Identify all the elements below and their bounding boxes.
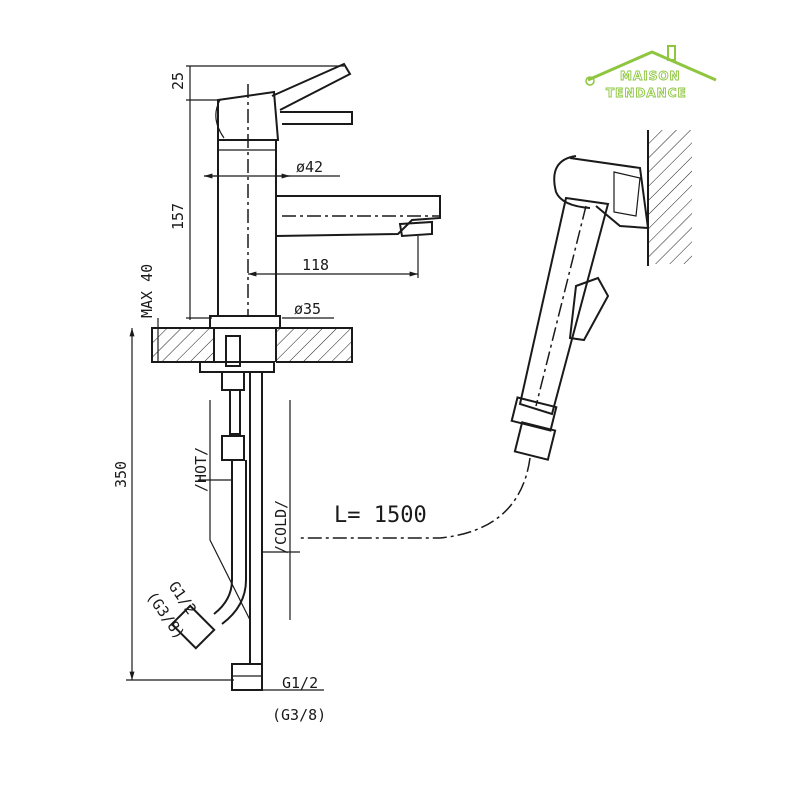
hand-shower-assembly (300, 130, 692, 539)
dim-base-diameter: ø35 (294, 300, 321, 318)
dimension-lines (126, 65, 419, 691)
dim-bottom-thread: G1/2 (282, 674, 318, 692)
dim-bottom-thread-alt: (G3/8) (272, 706, 326, 724)
logo-text-line1: MAISON (620, 69, 681, 83)
countertop-section (151, 326, 353, 364)
under-deck-assembly (170, 335, 291, 691)
dim-overall-length: 350 (112, 461, 130, 488)
dim-handle-height: 25 (169, 72, 187, 90)
dim-hose-length: L= 1500 (334, 503, 427, 528)
logo-text-line2: TENDANCE (606, 86, 687, 100)
dim-max-deck: MAX 40 (138, 264, 156, 318)
label-cold: /COLD/ (272, 500, 290, 554)
faucet-body (209, 62, 441, 329)
dim-spout-reach: 118 (302, 256, 329, 274)
dim-body-diameter: ø42 (296, 158, 323, 176)
label-hot: /HOT/ (192, 447, 210, 492)
dim-body-height: 157 (169, 203, 187, 230)
brand-logo: MAISON TENDANCE (585, 45, 717, 100)
